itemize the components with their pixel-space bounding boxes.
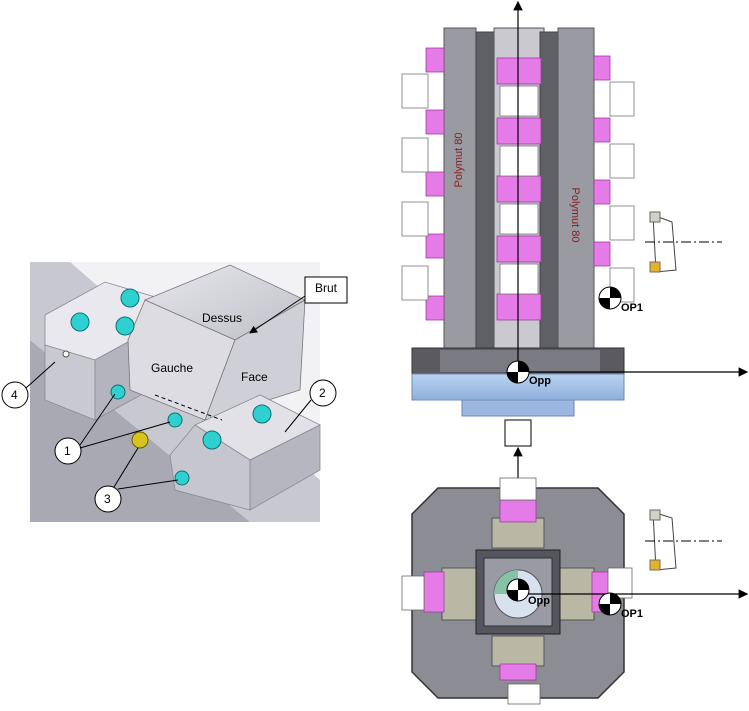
column-left bbox=[443, 27, 477, 349]
nut-icon bbox=[131, 431, 149, 449]
isometric-view: Dessus Gauche Face Brut 4 2 1 3 bbox=[1, 262, 348, 522]
screw-icon bbox=[167, 412, 183, 428]
screw-icon bbox=[252, 404, 272, 424]
link-box bbox=[504, 419, 532, 447]
callout-1 bbox=[54, 437, 82, 465]
op1-label-front: OP1 bbox=[621, 302, 643, 314]
screw-icon bbox=[70, 312, 90, 332]
jaw-block bbox=[593, 55, 611, 81]
callout-1-leader-a bbox=[79, 393, 116, 446]
part-block bbox=[499, 145, 539, 177]
brut-leader bbox=[249, 295, 306, 334]
callout-3-text: 3 bbox=[104, 492, 111, 506]
iso-jaw-right-side bbox=[169, 424, 251, 511]
brut-box bbox=[304, 276, 348, 304]
callout-3 bbox=[94, 485, 122, 513]
jaw-block bbox=[425, 233, 445, 259]
label-brut: Brut bbox=[315, 281, 338, 295]
polymut-label-left: Polymut 80 bbox=[453, 132, 465, 187]
screw-icon bbox=[115, 316, 135, 336]
jaw-block bbox=[423, 571, 445, 613]
top-view: Opp OP1 bbox=[401, 477, 749, 705]
callout-4 bbox=[1, 381, 29, 409]
part-block bbox=[507, 683, 541, 705]
part-block bbox=[499, 477, 537, 501]
screw-icon bbox=[174, 470, 190, 486]
jaw-block bbox=[425, 109, 445, 135]
part-block bbox=[609, 267, 635, 303]
part-block bbox=[401, 137, 429, 173]
jaw-block bbox=[425, 47, 445, 73]
screw-icon bbox=[120, 288, 140, 308]
part-block bbox=[499, 203, 539, 235]
part-block bbox=[401, 73, 429, 109]
jaw-block bbox=[496, 175, 542, 203]
part-block bbox=[401, 265, 429, 301]
callout-2 bbox=[309, 379, 337, 407]
tool-icon bbox=[645, 509, 722, 571]
jaw-block bbox=[593, 117, 611, 143]
column-inner-left bbox=[475, 31, 495, 349]
callout-1-text: 1 bbox=[64, 444, 71, 458]
jaw-block bbox=[425, 295, 445, 321]
jaw-block bbox=[499, 499, 537, 523]
arm-left bbox=[441, 567, 477, 621]
screw-icon bbox=[202, 430, 222, 450]
jaw-block bbox=[496, 293, 542, 321]
arm-bottom bbox=[491, 635, 545, 667]
jaw-block bbox=[496, 57, 542, 85]
opp-origin-icon bbox=[506, 360, 530, 384]
callout-2-text: 2 bbox=[319, 386, 326, 400]
part-block bbox=[609, 81, 635, 117]
polymut-label-right: Polymut 80 bbox=[569, 187, 581, 242]
jaw-block bbox=[425, 171, 445, 197]
arm-top bbox=[491, 517, 545, 549]
hole-icon bbox=[62, 350, 70, 358]
jaw-block bbox=[496, 235, 542, 263]
callout-3-leader-b bbox=[117, 479, 179, 490]
iso-dashed-line bbox=[154, 394, 223, 421]
callout-1-leader-b bbox=[79, 421, 171, 449]
op1-label-top: OP1 bbox=[621, 608, 643, 620]
part-block bbox=[607, 567, 633, 599]
part-block bbox=[499, 85, 539, 117]
jaw-block bbox=[499, 663, 537, 681]
callout-4-text: 4 bbox=[11, 388, 18, 402]
front-view: Polymut 80 Polymut 80 Opp OP1 bbox=[401, 0, 749, 417]
part-block bbox=[401, 201, 429, 237]
column-right bbox=[557, 27, 595, 349]
callout-3-leader-a bbox=[113, 447, 139, 488]
part-block bbox=[609, 143, 635, 179]
tool-icon bbox=[645, 211, 722, 273]
opp-label-front: Opp bbox=[529, 375, 551, 387]
part-block bbox=[499, 263, 539, 295]
callout-4-leader bbox=[25, 361, 56, 389]
part-block bbox=[609, 205, 635, 241]
callout-2-leader bbox=[284, 399, 312, 433]
label-face: Face bbox=[241, 370, 268, 384]
column-inner-right bbox=[539, 31, 559, 349]
jaw-block bbox=[593, 179, 611, 205]
label-gauche: Gauche bbox=[151, 361, 193, 375]
part-block bbox=[401, 575, 425, 611]
iso-block-front-face bbox=[204, 299, 306, 421]
opp-origin-icon bbox=[506, 578, 530, 602]
jaw-block bbox=[496, 117, 542, 145]
opp-label-top: Opp bbox=[528, 595, 550, 607]
base-spigot bbox=[461, 399, 575, 417]
label-dessus: Dessus bbox=[202, 311, 242, 325]
op1-origin-icon bbox=[598, 286, 622, 310]
jaw-block bbox=[593, 241, 611, 267]
op1-origin-icon bbox=[598, 592, 622, 616]
